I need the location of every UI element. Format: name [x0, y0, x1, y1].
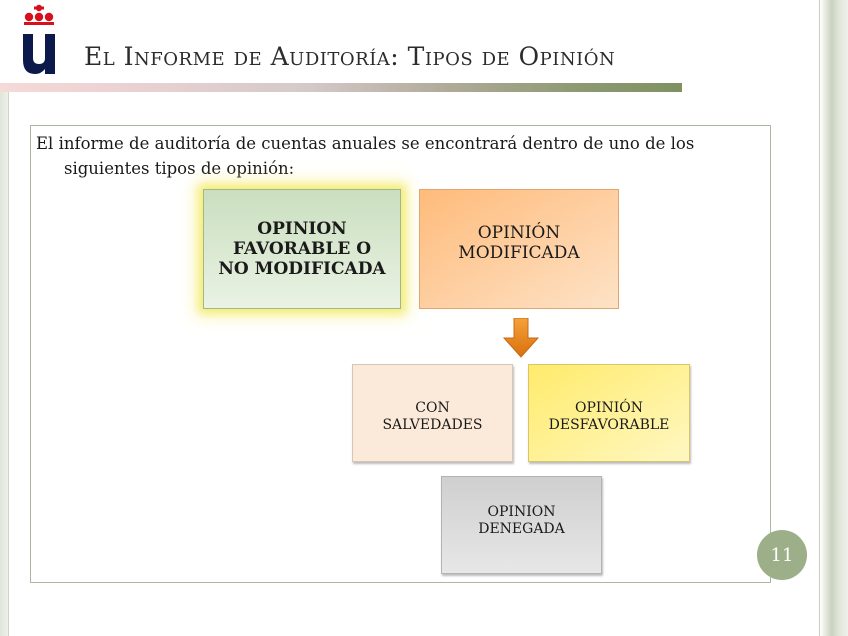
right-decorative-bar	[819, 0, 848, 636]
opinion-desfavorable-box: OPINIÓN DESFAVORABLE	[528, 364, 690, 462]
down-arrow-icon	[503, 318, 539, 358]
intro-text: El informe de auditoría de cuentas anual…	[36, 134, 695, 178]
title-underline	[0, 83, 682, 92]
university-logo	[23, 4, 55, 74]
left-decorative-bar	[0, 90, 9, 636]
opinion-salvedades-box: CON SALVEDADES	[352, 364, 513, 462]
content-frame	[30, 125, 771, 583]
slide-title: El Informe de Auditoría: Tipos de Opinió…	[84, 42, 616, 71]
page-number-badge: 11	[757, 530, 807, 580]
opinion-denegada-box: OPINION DENEGADA	[441, 476, 602, 574]
opinion-modificada-box: OPINIÓN MODIFICADA	[419, 189, 619, 309]
opinion-favorable-box: OPINION FAVORABLE O NO MODIFICADA	[203, 189, 401, 309]
